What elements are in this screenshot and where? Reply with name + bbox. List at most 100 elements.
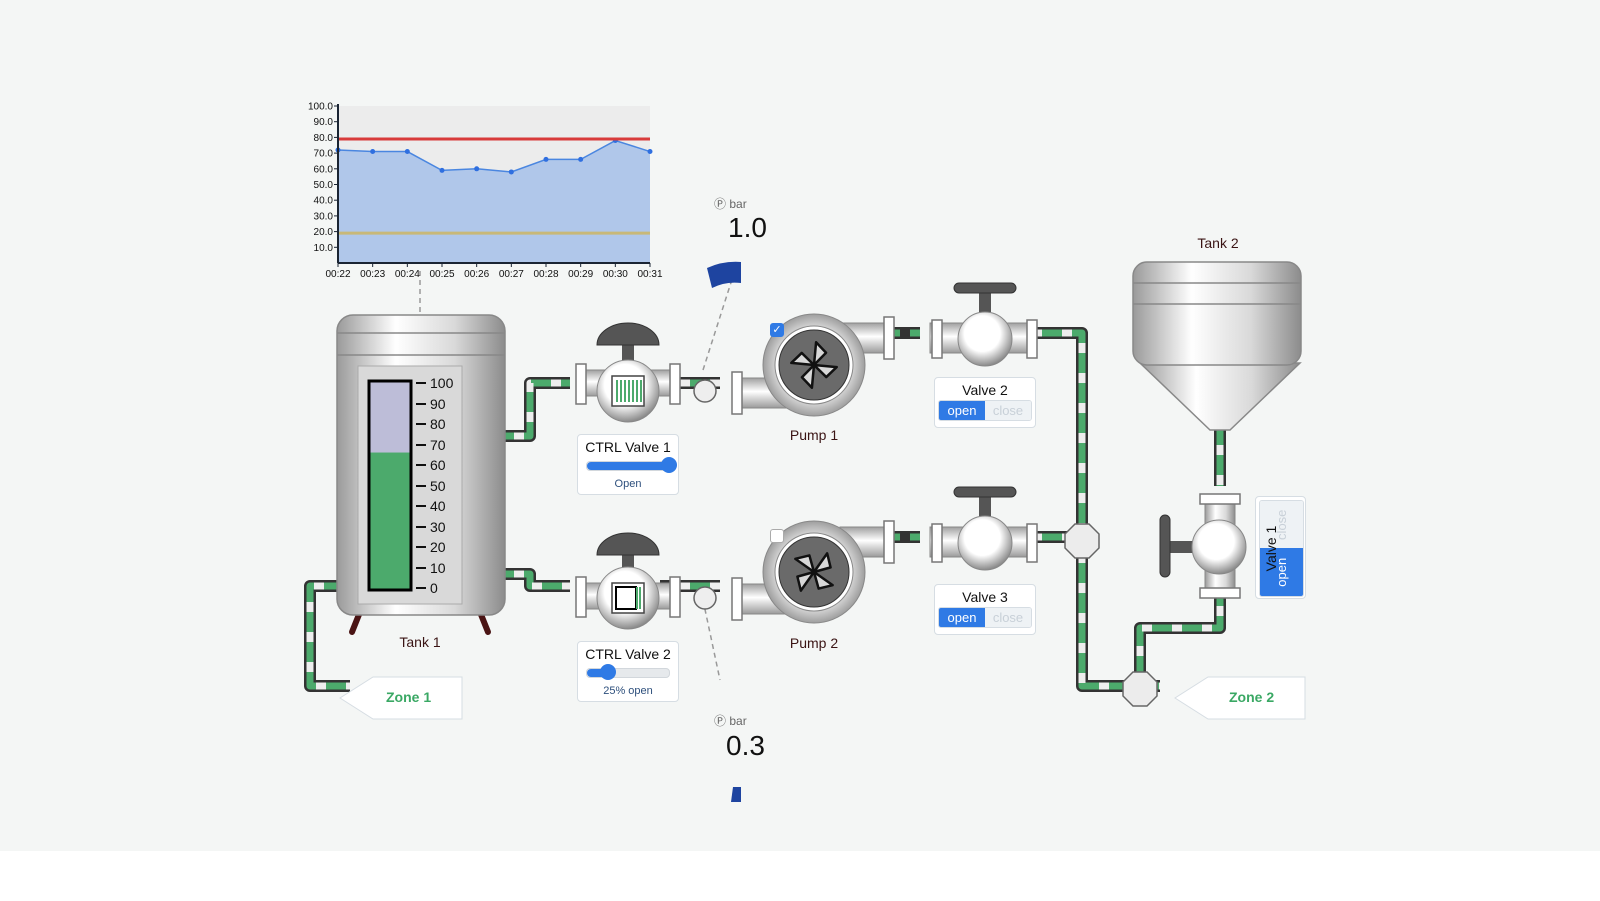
pressure-icon: Ⓟ bbox=[714, 714, 727, 728]
pipe-junction bbox=[1064, 523, 1100, 559]
chart-y-tick-label: 30.0 bbox=[314, 211, 334, 222]
chart-y-tick-label: 100.0 bbox=[308, 102, 333, 113]
chart-data-point bbox=[474, 166, 480, 172]
pump-1-run-checkbox[interactable]: ✓ bbox=[770, 323, 784, 337]
ctrl-valve-2-panel: CTRL Valve 2 25% open bbox=[577, 641, 679, 702]
valve-3-open-button[interactable]: open bbox=[939, 608, 985, 627]
chart-x-tick-label: 00:27 bbox=[499, 269, 524, 280]
pressure-gauge-2-unit: Ⓟ bar bbox=[714, 712, 747, 729]
valve-3 bbox=[929, 486, 1038, 571]
valve-1-label: Valve 1 bbox=[1263, 525, 1279, 572]
chart-x-tick-label: 00:24 bbox=[395, 269, 420, 280]
chart-y-tick-label: 20.0 bbox=[314, 227, 334, 238]
valve-2-panel: Valve 2 open close bbox=[934, 377, 1036, 428]
scale-tick bbox=[416, 505, 426, 507]
chart-x-tick-label: 00:30 bbox=[603, 269, 628, 280]
pressure-sensor-1 bbox=[693, 379, 717, 403]
chart-data-point bbox=[543, 156, 549, 162]
scale-tick bbox=[416, 587, 426, 589]
pressure-gauge-1-value: 1.0 bbox=[728, 212, 767, 243]
chart-x-tick-label: 00:31 bbox=[637, 269, 662, 280]
scale-tick bbox=[416, 546, 426, 548]
slider-handle[interactable] bbox=[661, 457, 677, 473]
scale-tick bbox=[416, 382, 426, 384]
pressure-gauge-1-arc bbox=[707, 261, 741, 288]
chart-x-tick-label: 00:26 bbox=[464, 269, 489, 280]
slider-fill bbox=[587, 462, 669, 470]
process-diagram: 100.0 90.0 80.0 70.0 60.0 50.0 40.0 30.0 20.0 10.… bbox=[304, 102, 1306, 802]
ctrl-valve-2 bbox=[575, 532, 681, 630]
scada-canvas bbox=[0, 0, 1600, 851]
ctrl-valve-1-label: CTRL Valve 1 bbox=[585, 439, 671, 455]
valve-2-label: Valve 2 bbox=[962, 382, 1008, 398]
valve-2-close-button[interactable]: close bbox=[985, 401, 1031, 420]
pressure-sensor-2 bbox=[693, 586, 717, 610]
chart-series-line bbox=[337, 139, 651, 173]
chart-data-point bbox=[404, 149, 410, 155]
pressure-gauge-2-arc bbox=[731, 787, 741, 802]
scale-tick bbox=[416, 423, 426, 425]
valve-3-close-button[interactable]: close bbox=[985, 608, 1031, 627]
pressure-icon: Ⓟ bbox=[714, 197, 727, 211]
scale-label: 80 bbox=[430, 416, 446, 432]
tank-2 bbox=[1132, 261, 1302, 431]
chart-data-point bbox=[647, 149, 653, 155]
chart-x-tick-label: 00:23 bbox=[360, 269, 385, 280]
zone-2-flag bbox=[1174, 676, 1306, 720]
scale-label: 70 bbox=[430, 436, 446, 453]
pump-2-label: Pump 2 bbox=[789, 635, 839, 651]
chart-x-tick-label: 00:28 bbox=[533, 269, 558, 280]
chart-y-tick-label: 40.0 bbox=[314, 196, 334, 207]
valve-3-panel: Valve 3 open close bbox=[934, 584, 1036, 635]
valve-3-label: Valve 3 bbox=[962, 589, 1008, 605]
pipe-junction bbox=[1122, 671, 1158, 707]
unit-label: bar bbox=[729, 197, 747, 211]
pump-1-label: Pump 1 bbox=[789, 427, 839, 443]
scale-label: 30 bbox=[430, 518, 446, 535]
chart-y-tick-label: 60.0 bbox=[314, 164, 334, 175]
scale-tick bbox=[416, 464, 426, 466]
tank-1 bbox=[336, 314, 506, 635]
tank-1-label: Tank 1 bbox=[399, 634, 441, 650]
chart-y-tick-label: 90.0 bbox=[314, 117, 334, 128]
zone-1-flag bbox=[339, 676, 463, 720]
scale-label: 20 bbox=[430, 539, 446, 555]
scale-label: 100 bbox=[430, 375, 454, 391]
chart-y-tick-label: 10.0 bbox=[314, 243, 334, 254]
scale-label: 40 bbox=[430, 498, 446, 514]
ctrl-valve-1-slider[interactable] bbox=[586, 457, 677, 473]
scale-label: 50 bbox=[430, 477, 446, 494]
chart-data-point bbox=[508, 169, 514, 175]
valve-2-toggle[interactable]: open close bbox=[938, 400, 1032, 421]
valve-1 bbox=[1159, 493, 1247, 599]
chart-x-tick-label: 00:29 bbox=[568, 269, 593, 280]
chart-x-tick-label: 00:22 bbox=[325, 269, 350, 280]
scale-label: 0 bbox=[430, 580, 438, 596]
scale-label: 60 bbox=[430, 457, 446, 473]
tank-2-label: Tank 2 bbox=[1197, 235, 1239, 251]
ctrl-valve-2-status: 25% open bbox=[603, 685, 653, 697]
chart-y-tick-label: 70.0 bbox=[314, 149, 334, 160]
scale-label: 10 bbox=[430, 559, 446, 576]
ctrl-valve-1-panel: CTRL Valve 1 Open bbox=[577, 434, 679, 495]
ctrl-valve-2-label: CTRL Valve 2 bbox=[585, 646, 671, 662]
zone-1-label[interactable]: Zone 1 bbox=[386, 689, 432, 705]
chart-x-tick-label: 00:25 bbox=[429, 269, 454, 280]
zone-2-label[interactable]: Zone 2 bbox=[1229, 689, 1275, 705]
scale-tick bbox=[416, 443, 426, 446]
valve-2-open-button[interactable]: open bbox=[939, 401, 985, 420]
ctrl-valve-1-status: Open bbox=[614, 478, 642, 490]
pump-2-run-checkbox[interactable] bbox=[770, 529, 784, 543]
scale-tick bbox=[416, 484, 426, 487]
chart-y-tick-label: 80.0 bbox=[314, 133, 334, 144]
ctrl-valve-2-slider[interactable] bbox=[586, 664, 670, 680]
pressure-gauge-1-unit: Ⓟ bar bbox=[714, 195, 747, 212]
chart-y-tick-label: 50.0 bbox=[314, 180, 334, 191]
slider-handle[interactable] bbox=[599, 664, 616, 680]
slider-fill bbox=[587, 669, 608, 677]
level-trend-chart: 100.0 90.0 80.0 70.0 60.0 50.0 40.0 30.0 20.0 10.… bbox=[308, 102, 663, 281]
scale-tick bbox=[416, 402, 426, 405]
valve-3-toggle[interactable]: open close bbox=[938, 607, 1032, 628]
valve-1-panel: open close Valve 1 bbox=[1255, 496, 1306, 599]
chart-data-point bbox=[578, 156, 584, 162]
